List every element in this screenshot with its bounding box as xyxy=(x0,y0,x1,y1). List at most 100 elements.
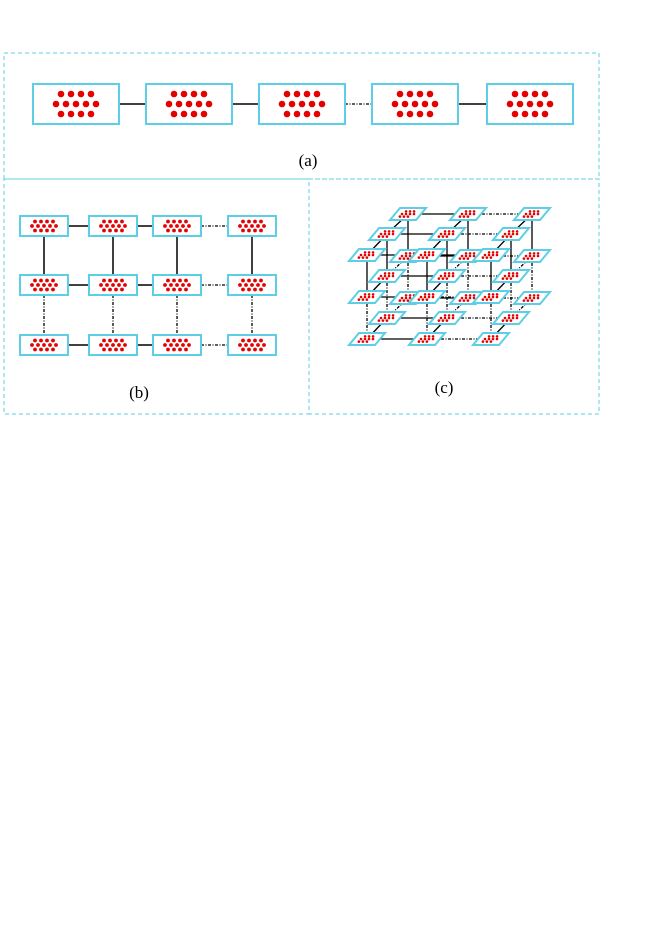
node-dot xyxy=(419,337,423,341)
node-dot xyxy=(522,215,526,218)
node-dot xyxy=(253,287,257,292)
node-dot xyxy=(105,283,109,287)
node-dot xyxy=(489,340,493,343)
node-dot xyxy=(54,224,58,228)
node-dot xyxy=(383,314,387,317)
node-dot xyxy=(51,287,55,292)
node-dot xyxy=(408,210,412,213)
node-dot xyxy=(408,296,412,300)
node-box xyxy=(366,269,408,283)
node-dot xyxy=(451,274,455,278)
node-dot xyxy=(172,219,176,224)
node-dot xyxy=(443,316,447,320)
node-dot xyxy=(536,254,540,258)
node-dot xyxy=(423,295,427,299)
node-dot xyxy=(30,283,34,287)
node-dot xyxy=(247,338,251,343)
node-dot xyxy=(363,337,367,341)
node-box xyxy=(511,207,553,221)
node-dot xyxy=(205,100,213,108)
node-dot xyxy=(401,100,409,108)
node-dot xyxy=(114,219,118,224)
node-dot xyxy=(447,314,451,317)
node-dot xyxy=(491,295,495,299)
node-dot xyxy=(412,212,416,216)
frame-panel-c xyxy=(308,178,600,415)
node-dot xyxy=(536,296,540,300)
node-dot xyxy=(175,224,179,228)
node-box xyxy=(346,290,388,304)
node-dot xyxy=(54,283,58,287)
node-dot xyxy=(363,251,367,254)
node-dot xyxy=(506,100,514,108)
node-dot xyxy=(108,338,112,343)
node-dot xyxy=(536,100,544,108)
node-dot xyxy=(48,343,52,347)
node-dot xyxy=(181,283,185,287)
node-dot xyxy=(111,283,115,287)
node-dot xyxy=(400,212,404,216)
node-dot xyxy=(481,340,485,343)
node-dot xyxy=(250,283,254,287)
node-dot xyxy=(187,283,191,287)
node-dot xyxy=(507,314,511,317)
node-dot xyxy=(195,100,203,108)
node-dot xyxy=(491,253,495,257)
node-dot xyxy=(391,230,395,233)
frames xyxy=(3,52,600,415)
node-dot xyxy=(524,212,528,216)
node-dot xyxy=(423,253,427,257)
node-dot xyxy=(99,224,103,228)
node-dot xyxy=(402,215,406,218)
node-dot xyxy=(250,224,254,228)
node-box xyxy=(406,332,448,346)
node-dot xyxy=(367,253,371,257)
node-dot xyxy=(387,316,391,320)
node-dot xyxy=(536,212,540,216)
node-dot xyxy=(190,110,198,118)
node-dot xyxy=(507,230,511,233)
node-dot xyxy=(511,232,515,236)
node-dot xyxy=(458,257,462,260)
node-dot xyxy=(33,338,37,343)
node-dot xyxy=(468,210,472,213)
node-box xyxy=(447,207,489,221)
node-dot xyxy=(439,274,443,278)
node-dot xyxy=(108,287,112,292)
node-dot xyxy=(244,343,248,347)
node-dot xyxy=(425,256,429,259)
node-dot xyxy=(481,298,485,301)
node-dot xyxy=(511,110,519,118)
node-dot xyxy=(114,338,118,343)
node-dot xyxy=(163,283,167,287)
node-dot xyxy=(42,343,46,347)
node-dot xyxy=(114,228,118,233)
node-dot xyxy=(111,343,115,347)
node-dot xyxy=(51,228,55,233)
node-dot xyxy=(256,343,260,347)
node-dot xyxy=(531,90,539,98)
node-dot xyxy=(402,257,406,260)
node-dot xyxy=(82,100,90,108)
node-dot xyxy=(120,287,124,292)
node-dot xyxy=(241,219,245,224)
node-dot xyxy=(472,254,476,258)
node-dot xyxy=(439,316,443,320)
node-dot xyxy=(381,235,385,238)
node-dot xyxy=(200,90,208,98)
node-dot xyxy=(244,283,248,287)
node-dot xyxy=(33,278,37,283)
node-dot xyxy=(503,232,507,236)
node-dot xyxy=(532,212,536,216)
node-dot xyxy=(515,232,519,236)
node-dot xyxy=(51,347,55,352)
node-dot xyxy=(253,347,257,352)
node-dot xyxy=(503,316,507,320)
node-dot xyxy=(431,335,435,338)
node-dot xyxy=(521,90,529,98)
node-dot xyxy=(175,283,179,287)
node-dot xyxy=(371,253,375,257)
node-dot xyxy=(532,294,536,297)
node-dot xyxy=(524,296,528,300)
node-dot xyxy=(423,337,427,341)
